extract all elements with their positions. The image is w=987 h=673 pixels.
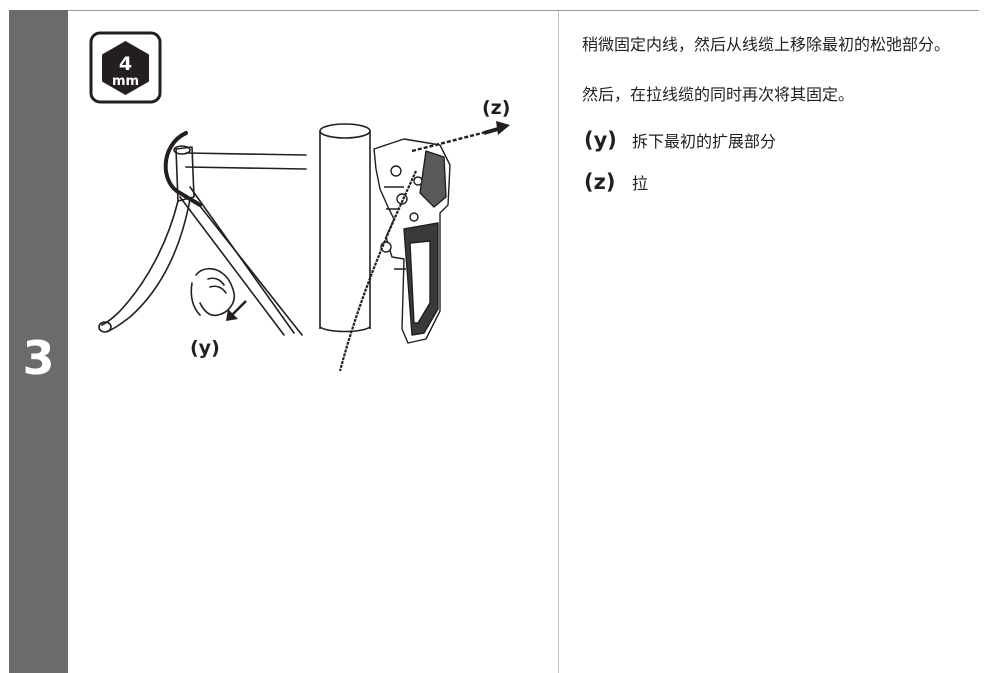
badge-size-value: 4 [119,53,132,75]
legend-item-z: (z) 拉 [582,170,962,212]
badge-size-unit: mm [112,74,139,89]
illustration: 4 mm (y) [68,11,558,673]
step-number: 3 [22,331,55,385]
cable-pull-line [411,129,491,153]
legend-key-y: (y) [584,128,617,152]
inner-cable-drawing [338,170,418,372]
legend-text-y: 拆下最初的扩展部分 [632,132,777,151]
legend-key-z: (z) [584,170,616,194]
label-y: (y) [190,337,220,359]
bike-frame-drawing [98,131,307,336]
illustration-svg: 4 mm (y) [89,31,510,372]
legend-item-y: (y) 拆下最初的扩展部分 [582,128,962,170]
instruction-paragraph-1: 稍微固定内线，然后从线缆上移除最初的松弛部分。 [582,35,951,54]
instruction-paragraph-2: 然后，在拉线缆的同时再次将其固定。 [582,85,855,104]
arrow-y-icon [226,300,247,321]
instruction-text-column: 稍微固定内线，然后从线缆上移除最初的松弛部分。 然后，在拉线缆的同时再次将其固定… [582,32,962,212]
front-derailleur-drawing [373,138,451,344]
label-z: (z) [482,97,510,119]
legend-text-z: 拉 [632,174,649,193]
legend-list: (y) 拆下最初的扩展部分 (z) 拉 [582,128,962,212]
top-rule [9,10,979,11]
hex-key-icon [102,41,149,95]
step-number-column: 3 [9,10,68,673]
tool-size-badge: 4 mm [89,31,162,104]
column-divider [558,11,559,673]
arrow-z-icon [483,121,510,135]
seat-tube-drawing [319,123,371,333]
